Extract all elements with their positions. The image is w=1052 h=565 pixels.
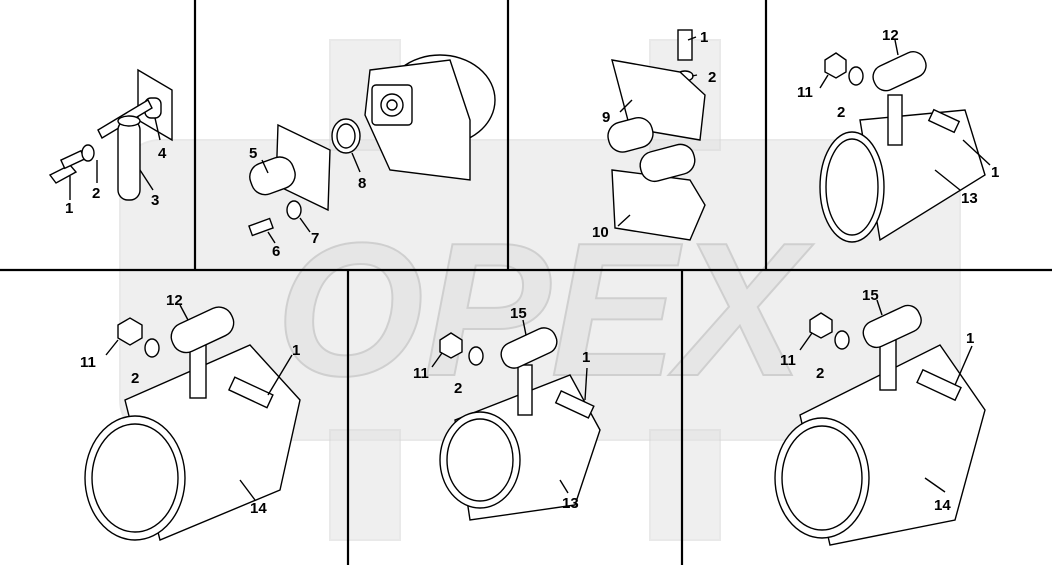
bolt-1	[227, 376, 274, 409]
callout: 3	[151, 192, 159, 209]
bolt-1	[916, 368, 962, 402]
callout: 11	[413, 365, 429, 382]
callout: 13	[562, 495, 579, 512]
callout: 2	[816, 365, 824, 382]
washer-2	[81, 144, 95, 162]
panel-6	[431, 319, 601, 521]
watermark-gear	[119, 39, 961, 541]
bolt-1	[677, 29, 693, 61]
panel-1	[48, 68, 173, 201]
nut-11	[824, 52, 847, 79]
callout: 11	[797, 84, 813, 101]
callout: 11	[780, 352, 796, 369]
nut-11	[117, 317, 143, 346]
washer-2	[848, 66, 864, 86]
bolt-1	[554, 390, 595, 419]
callout: 5	[249, 145, 257, 162]
nut-11	[439, 332, 463, 359]
callout: 1	[991, 164, 999, 181]
callout: 4	[158, 145, 167, 162]
callout: 1	[292, 342, 300, 359]
hose-12	[170, 306, 235, 354]
callout: 1	[65, 200, 73, 217]
callout: 2	[92, 185, 100, 202]
panel-2	[248, 54, 496, 244]
clamp-bottom-10	[611, 169, 706, 241]
watermark-text: OPEX	[276, 204, 814, 416]
bolt-1	[927, 108, 961, 134]
nut-11	[809, 312, 833, 339]
hose-15	[500, 327, 558, 369]
callout: 6	[272, 243, 280, 260]
callout: 2	[454, 380, 462, 397]
callout: 14	[934, 497, 951, 514]
panel-4	[819, 39, 991, 243]
callout: 15	[862, 287, 879, 304]
callout: 2	[837, 104, 845, 121]
callout: 1	[582, 349, 590, 366]
callout: 9	[602, 109, 610, 126]
callout: 1	[966, 330, 974, 347]
callout: 15	[510, 305, 527, 322]
callout: 10	[592, 224, 609, 241]
callout: 12	[166, 292, 183, 309]
callout: 12	[882, 27, 899, 44]
callout: 7	[311, 230, 319, 247]
callout: 2	[131, 370, 139, 387]
callout: 11	[80, 354, 96, 371]
callout: 1	[700, 29, 708, 46]
callout: 8	[358, 175, 366, 192]
panel-7	[774, 299, 986, 546]
bolt-1	[48, 164, 78, 184]
bolt-6	[248, 217, 274, 237]
panel-5	[84, 304, 301, 541]
hose-15	[862, 304, 922, 349]
washer-2	[834, 330, 850, 350]
callout: 14	[250, 500, 267, 517]
washer-7	[286, 200, 302, 220]
panel-3	[607, 29, 706, 241]
pipe-3	[117, 119, 141, 201]
callout: 2	[708, 69, 716, 86]
callout: 13	[961, 190, 978, 207]
washer-2	[468, 346, 484, 366]
hose-12	[872, 51, 927, 92]
washer-2	[144, 338, 160, 358]
